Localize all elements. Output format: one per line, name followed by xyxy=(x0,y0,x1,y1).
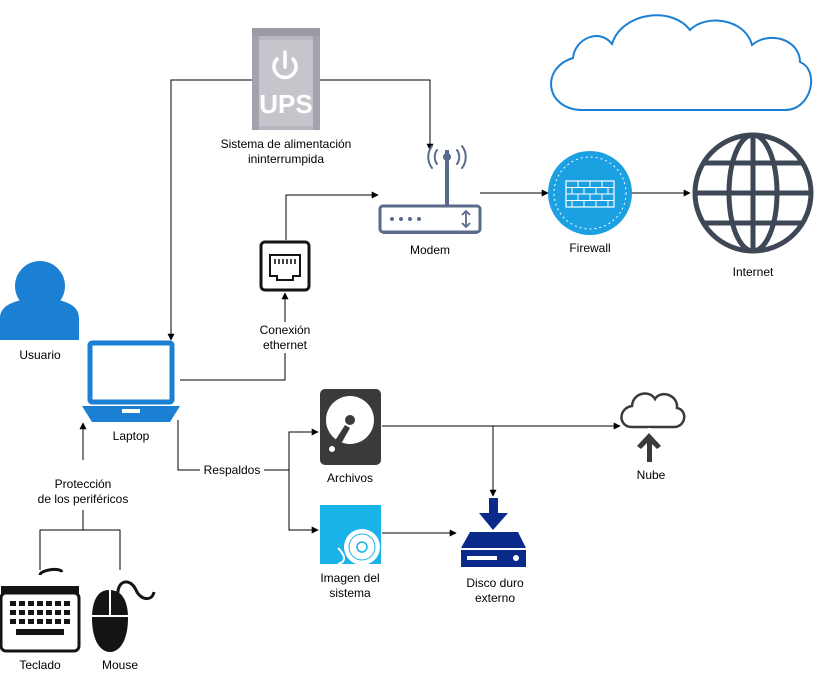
hard-disk-icon xyxy=(320,389,381,465)
ups-label-line-1: Sistema de alimentación xyxy=(220,137,352,151)
cloud-upload-icon xyxy=(620,392,686,462)
ups-label-line-2: ininterrumpida xyxy=(247,152,325,166)
proteccion-label-line-2: de los periféricos xyxy=(37,492,129,506)
imagen-label-line-1: Imagen del xyxy=(320,571,380,585)
ethernet-label-line-1: Conexión xyxy=(259,323,311,337)
archivos-label: Archivos xyxy=(326,471,373,485)
edge-proteccion-bracket xyxy=(39,510,121,570)
ups-label: Sistema de alimentación ininterrumpida xyxy=(206,137,366,167)
connectors xyxy=(39,79,691,570)
respaldos-label: Respaldos xyxy=(200,463,264,478)
disco-label-line-2: externo xyxy=(474,591,516,605)
edge-ups-laptop xyxy=(167,79,252,341)
edge-laptop-ethernet xyxy=(180,352,286,381)
teclado-label: Teclado xyxy=(19,658,61,672)
router-icon xyxy=(378,145,482,234)
globe-icon xyxy=(692,132,814,254)
proteccion-label: Protección de los periféricos xyxy=(28,477,138,507)
edge-laptop-respaldos xyxy=(177,420,203,471)
nube-label: Nube xyxy=(636,468,666,482)
cloud-icon xyxy=(550,14,813,111)
edge-to-imagen xyxy=(288,470,319,534)
power-icon xyxy=(272,50,298,80)
proteccion-label-line-1: Protección xyxy=(54,477,112,491)
disco-label-line-1: Disco duro xyxy=(466,576,524,590)
ethernet-port-icon xyxy=(259,240,311,292)
internet-label: Internet xyxy=(732,265,774,279)
mouse-label: Mouse xyxy=(101,658,139,672)
laptop-label: Laptop xyxy=(112,429,150,443)
keyboard-icon xyxy=(0,567,81,653)
download-drive-icon xyxy=(461,498,526,567)
modem-label: Modem xyxy=(409,243,450,257)
firewall-label: Firewall xyxy=(569,241,611,255)
ups-icon xyxy=(252,28,320,130)
edge-ups-modem xyxy=(320,79,434,151)
disco-label: Disco duro externo xyxy=(450,576,540,606)
edge-to-archivos xyxy=(288,428,319,470)
user-icon xyxy=(0,261,79,340)
edge-ethernet-modem xyxy=(285,191,379,240)
ups-badge: UPS xyxy=(259,89,313,119)
imagen-label: Imagen del sistema xyxy=(310,571,390,601)
mouse-icon xyxy=(92,580,156,652)
ethernet-label: Conexión ethernet xyxy=(250,323,320,353)
laptop-icon xyxy=(82,340,180,422)
disc-image-icon xyxy=(320,505,381,565)
imagen-label-line-2: sistema xyxy=(329,586,371,600)
firewall-icon xyxy=(548,151,632,235)
ethernet-label-line-2: ethernet xyxy=(262,338,308,352)
usuario-label: Usuario xyxy=(19,348,61,362)
